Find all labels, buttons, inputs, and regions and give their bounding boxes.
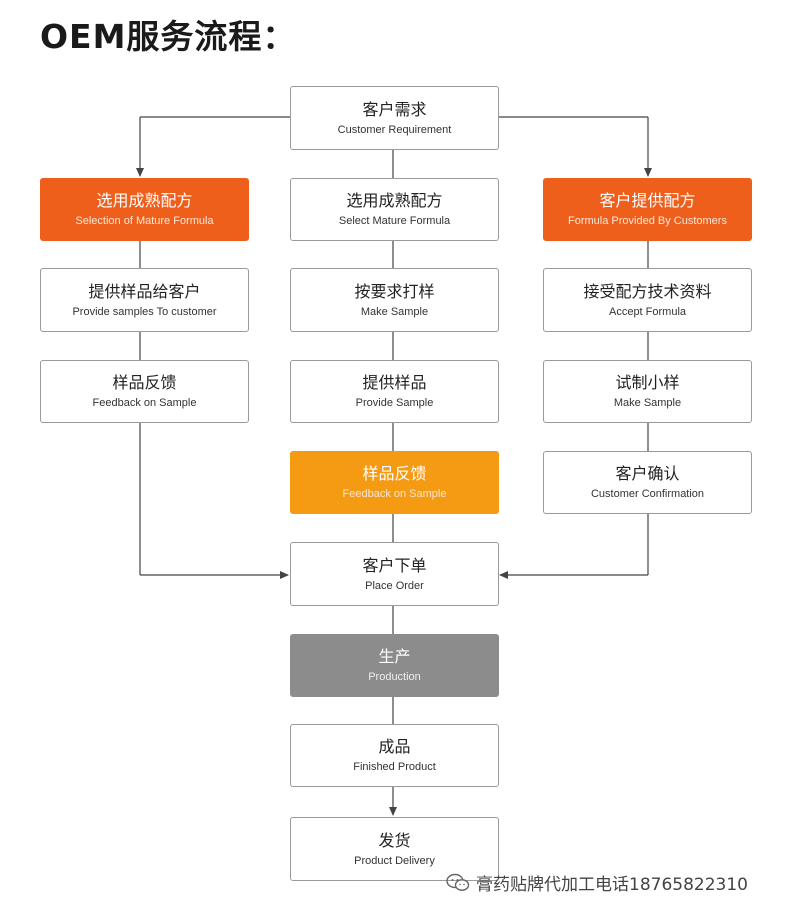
node-label-zh: 选用成熟配方	[96, 191, 193, 210]
node-label-en: Customer Confirmation	[590, 488, 705, 500]
node-label-en: Provide samples To customer	[72, 305, 217, 318]
node-label-zh: 样品反馈	[362, 464, 427, 483]
node-product-delivery: 发货 Product Delivery	[290, 817, 499, 881]
node-label-en: Production	[368, 671, 421, 683]
watermark-text: 膏药贴牌代加工电话18765822310	[476, 875, 748, 895]
watermark: 膏药贴牌代加工电话18765822310	[446, 870, 748, 895]
node-label-zh: 接受配方技术资料	[583, 281, 712, 301]
node-label-en: Feedback on Sample	[92, 397, 197, 409]
node-label-zh: 提供样品	[362, 373, 427, 392]
node-label-en: Place Order	[365, 579, 424, 592]
node-select-mature-formula: 选用成熟配方 Select Mature Formula	[290, 178, 499, 241]
node-label-zh: 生产	[378, 647, 411, 666]
node-label-en: Make Sample	[360, 305, 429, 318]
node-label-zh: 发货	[378, 830, 411, 850]
node-label-en: Formula Provided By Customers	[568, 215, 727, 227]
node-label-zh: 按要求打样	[354, 281, 435, 301]
node-selection-mature-formula: 选用成熟配方 Selection of Mature Formula	[40, 178, 249, 241]
node-make-sample-on-request: 按要求打样 Make Sample	[290, 268, 499, 332]
node-label-zh: 样品反馈	[112, 373, 177, 392]
node-left-feedback: 样品反馈 Feedback on Sample	[40, 360, 249, 423]
node-provide-sample: 提供样品 Provide Sample	[290, 360, 499, 423]
node-finished-product: 成品 Finished Product	[290, 724, 499, 787]
node-label-zh: 客户确认	[615, 464, 680, 483]
node-label-zh: 提供样品给客户	[88, 281, 201, 301]
node-customer-confirmation: 客户确认 Customer Confirmation	[543, 451, 752, 514]
node-label-en: Finished Product	[353, 761, 436, 773]
node-mid-feedback: 样品反馈 Feedback on Sample	[290, 451, 499, 514]
node-label-en: Customer Requirement	[337, 123, 452, 136]
node-label-en: Product Delivery	[354, 854, 435, 867]
node-label-zh: 试制小样	[615, 373, 680, 392]
node-label-en: Feedback on Sample	[342, 488, 447, 500]
node-label-en: Selection of Mature Formula	[75, 215, 214, 227]
node-label-zh: 成品	[378, 737, 411, 756]
node-label-zh: 选用成熟配方	[346, 191, 443, 210]
node-label-zh: 客户下单	[362, 555, 427, 575]
node-provide-samples-to-customer: 提供样品给客户 Provide samples To customer	[40, 268, 249, 332]
node-production: 生产 Production	[290, 634, 499, 697]
node-label-en: Accept Formula	[608, 305, 687, 318]
node-label-en: Provide Sample	[355, 397, 434, 409]
node-place-order: 客户下单 Place Order	[290, 542, 499, 606]
node-label-zh: 客户需求	[362, 99, 427, 119]
node-label-zh: 客户提供配方	[599, 191, 696, 210]
node-trial-sample: 试制小样 Make Sample	[543, 360, 752, 423]
node-customer-requirement: 客户需求 Customer Requirement	[290, 86, 499, 150]
node-accept-formula: 接受配方技术资料 Accept Formula	[543, 268, 752, 332]
node-label-en: Make Sample	[613, 397, 682, 409]
page-title: OEM服务流程：	[40, 17, 297, 56]
wechat-icon	[446, 873, 470, 891]
node-label-en: Select Mature Formula	[338, 215, 451, 227]
node-customer-formula: 客户提供配方 Formula Provided By Customers	[543, 178, 752, 241]
